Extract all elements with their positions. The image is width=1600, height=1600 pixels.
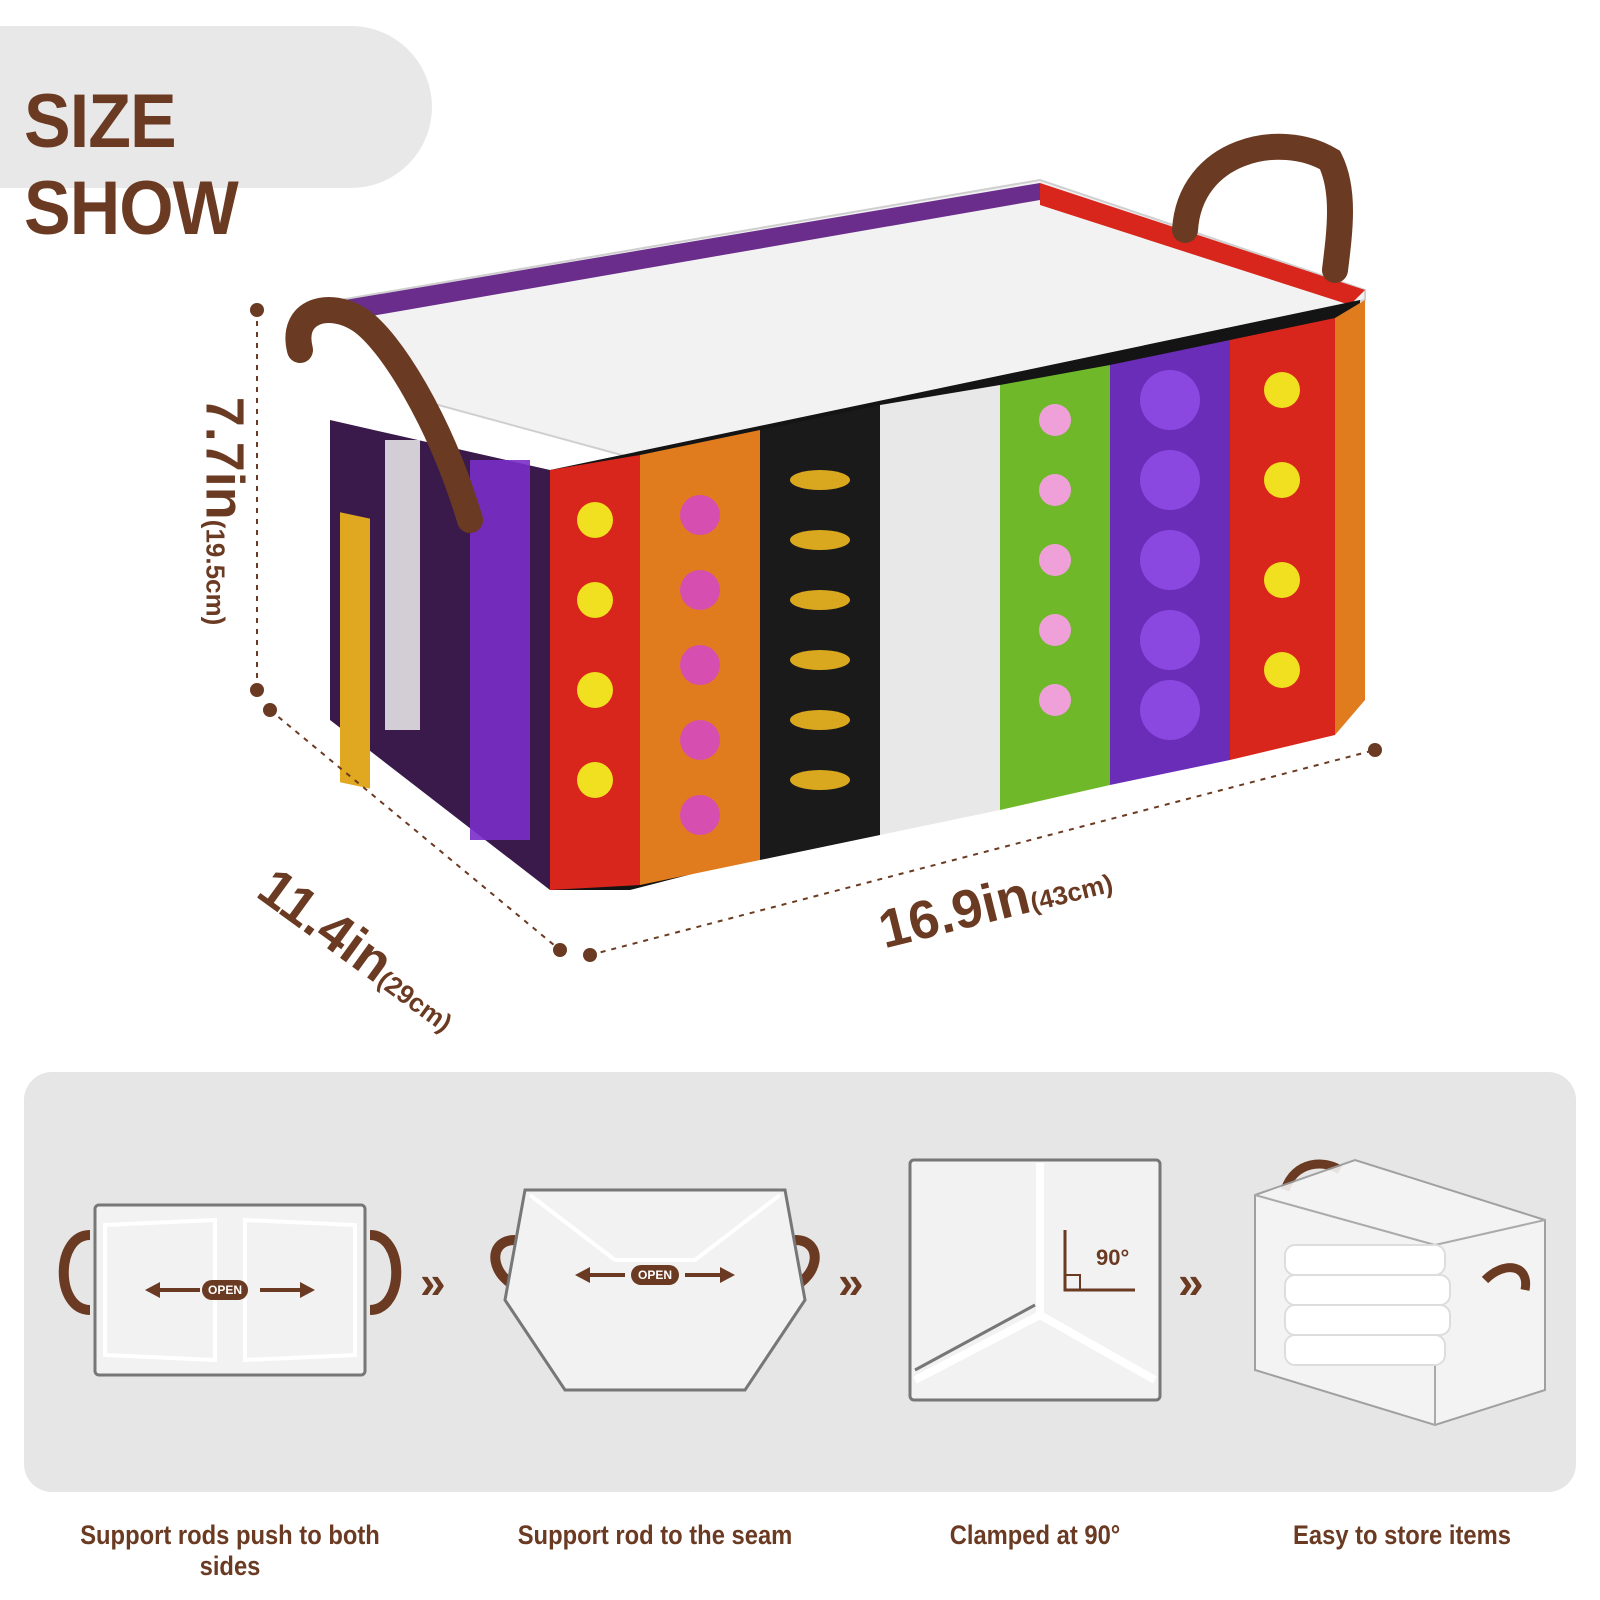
banner-title: SIZE SHOW bbox=[24, 79, 239, 251]
step-3-badge: 90° bbox=[1096, 1245, 1130, 1270]
chevron-right-icon: » bbox=[838, 1256, 863, 1308]
step-1-illustration bbox=[58, 1203, 402, 1377]
step-3-caption: Clamped at 90° bbox=[949, 1520, 1121, 1550]
step-4-caption: Easy to store items bbox=[1293, 1520, 1511, 1550]
step-2-badge: OPEN bbox=[637, 1268, 672, 1282]
step-4-illustration bbox=[1254, 1158, 1546, 1427]
height-dimension-label: 7.7in(19.5cm) bbox=[193, 397, 255, 626]
height-value: 7.7in bbox=[194, 396, 255, 520]
height-metric: (19.5cm) bbox=[200, 519, 231, 626]
basket-illustration bbox=[250, 133, 1382, 962]
chevron-right-icon: » bbox=[420, 1256, 445, 1308]
step-2-caption: Support rod to the seam bbox=[517, 1520, 793, 1550]
chevron-right-icon: » bbox=[1178, 1256, 1203, 1308]
step-2-illustration bbox=[490, 1188, 820, 1392]
step-1-caption: Support rods push to both sides bbox=[80, 1520, 380, 1581]
step-3-illustration bbox=[908, 1158, 1162, 1402]
step-1-badge: OPEN bbox=[207, 1283, 242, 1297]
depth-metric: (29cm) bbox=[372, 964, 458, 1038]
size-show-banner: SIZE SHOW bbox=[0, 26, 432, 251]
